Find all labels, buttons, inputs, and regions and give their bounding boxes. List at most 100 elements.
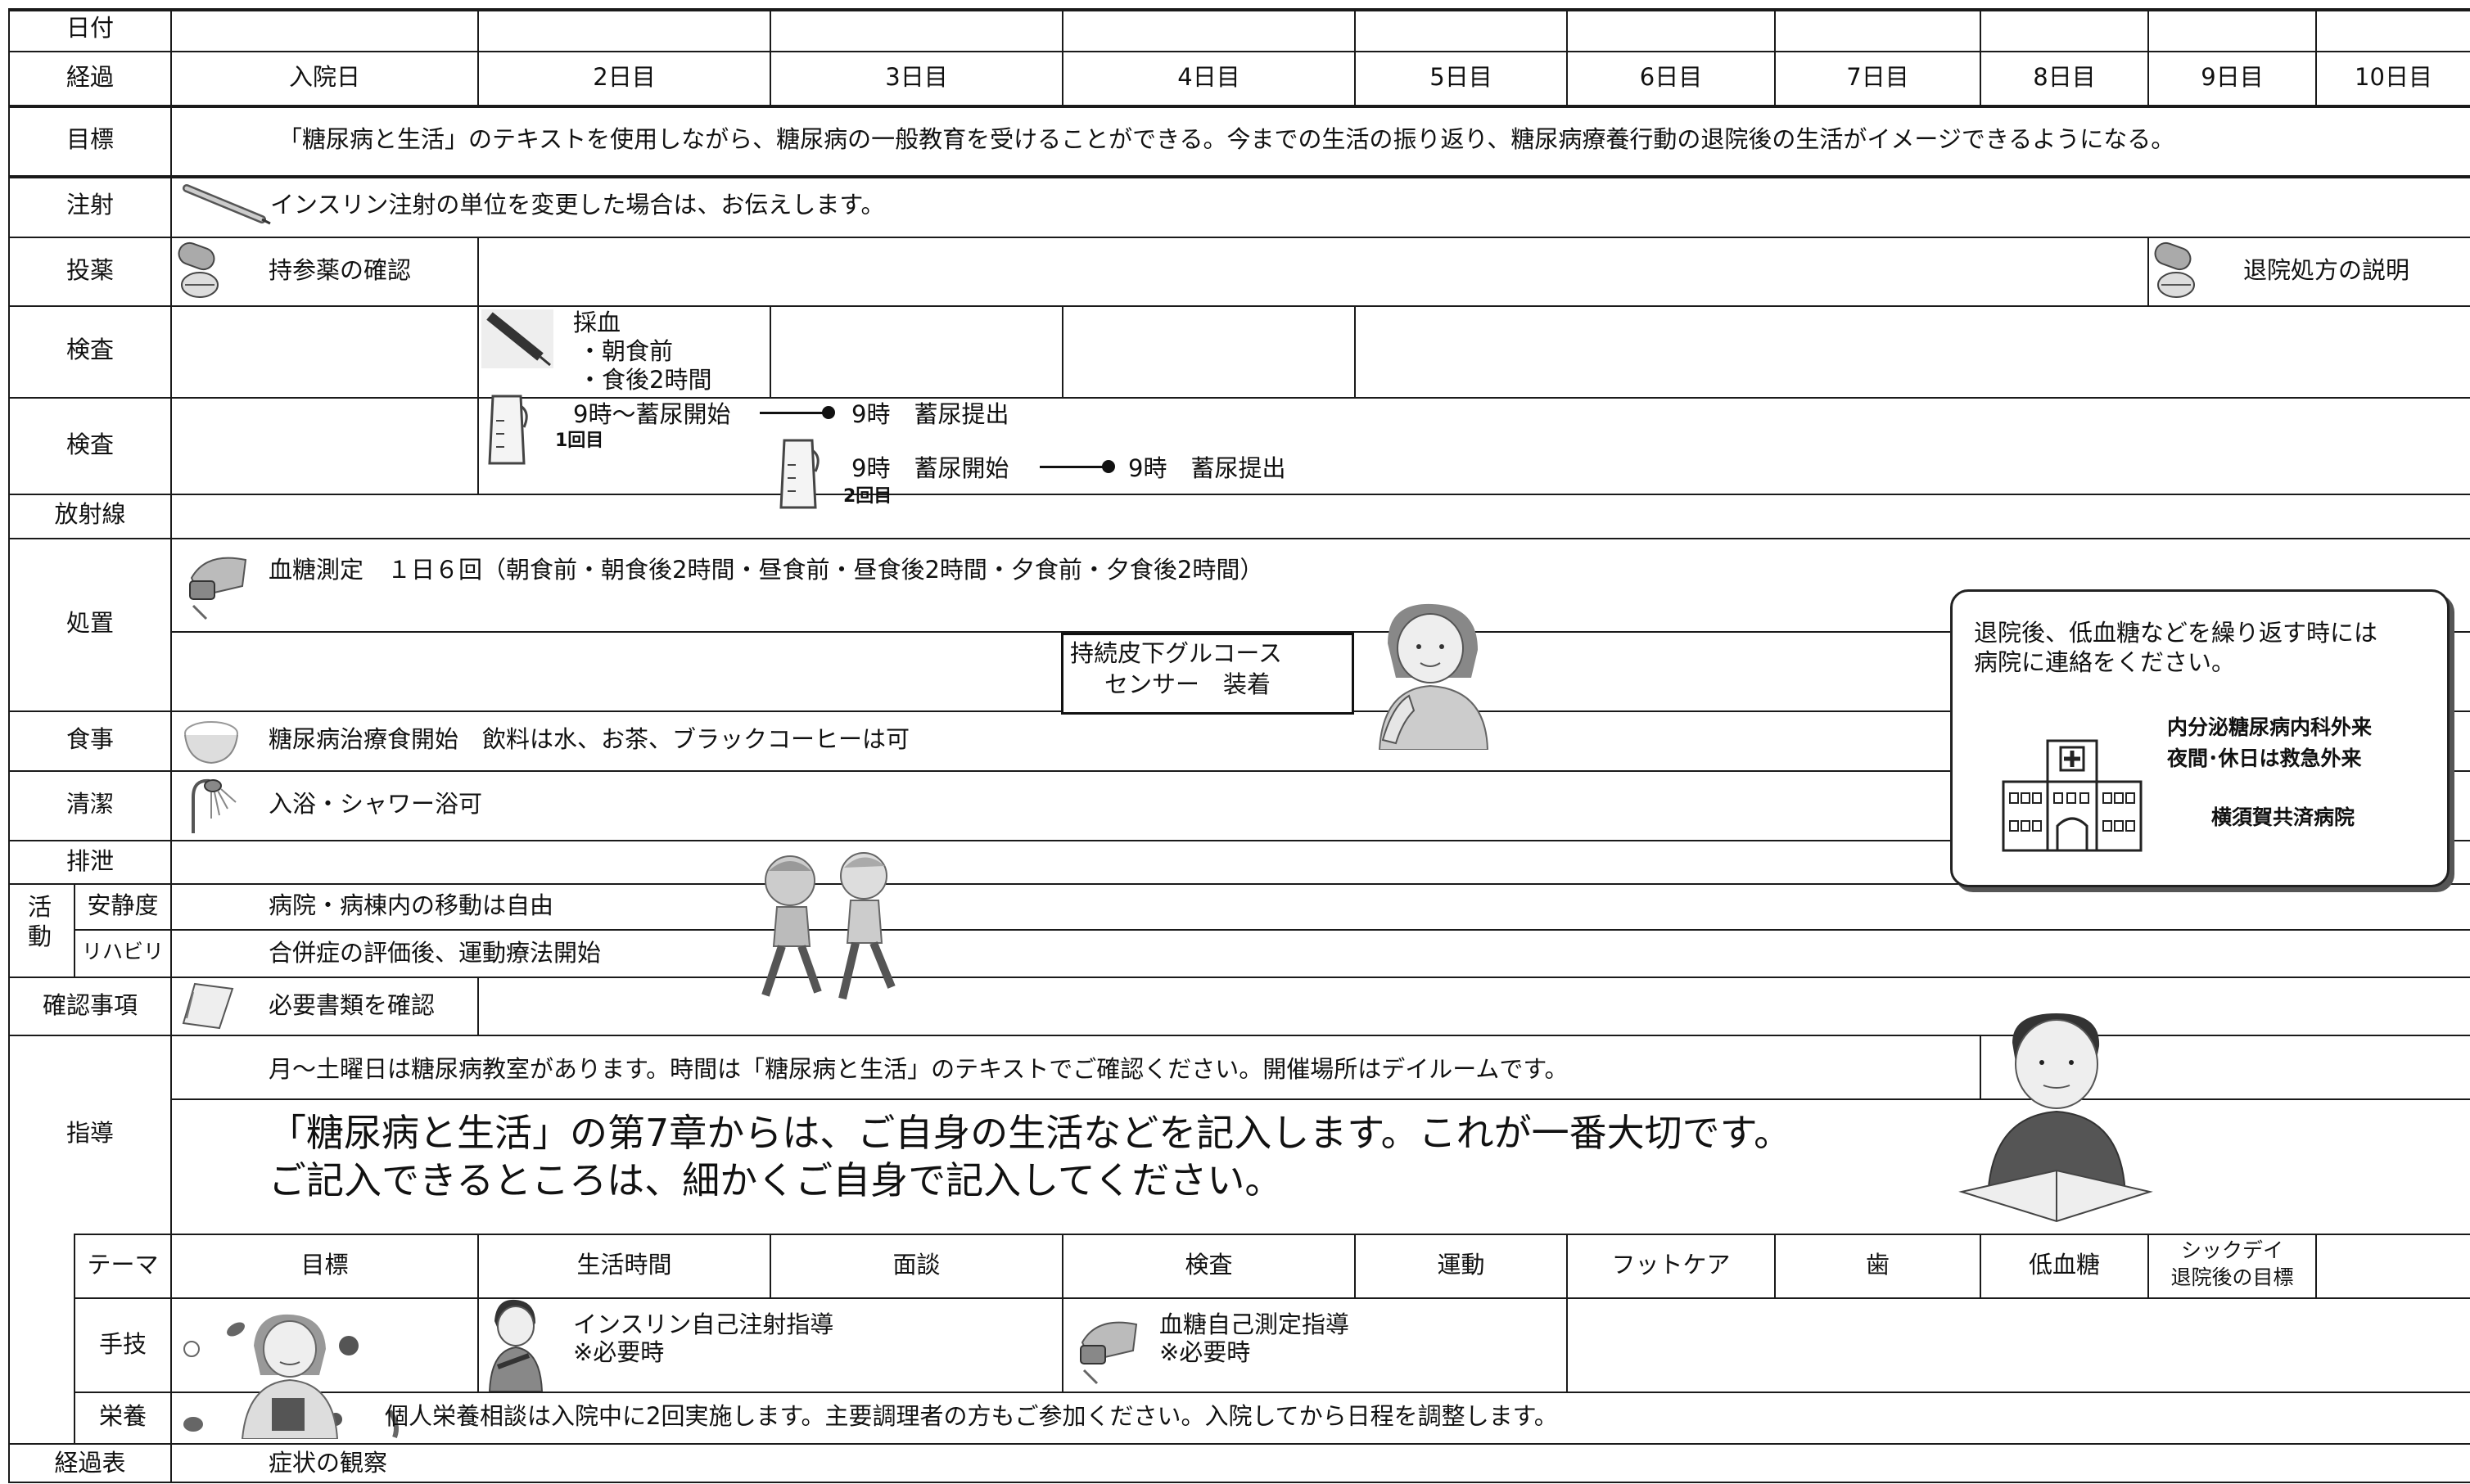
walking-couple-illustration xyxy=(761,852,896,1000)
grid-line xyxy=(2147,1234,2149,1297)
row-label-medication: 投薬 xyxy=(65,256,114,284)
grid-line xyxy=(8,977,2470,978)
theme-item: 検査 xyxy=(1185,1251,1233,1279)
day-header: 入院日 xyxy=(288,63,360,91)
day-header: 2日目 xyxy=(593,63,656,91)
grid-line xyxy=(1566,8,1568,106)
grid-line xyxy=(2315,1234,2317,1297)
grid-line xyxy=(74,1392,2470,1393)
grid-line xyxy=(1354,8,1356,106)
test1-item: ・食後2時間 xyxy=(578,366,712,394)
row-label-hygiene: 清潔 xyxy=(65,790,114,818)
grid-line xyxy=(477,977,479,1035)
insulin-self-injection-illustration xyxy=(488,1299,544,1392)
row-label-nutrition: 栄養 xyxy=(98,1402,147,1430)
grid-line xyxy=(770,8,771,106)
technique-insulin: インスリン自己注射指導 xyxy=(573,1310,834,1338)
grid-line xyxy=(477,1297,479,1392)
row-label-activity: 活動 xyxy=(28,893,52,951)
grid-line xyxy=(8,1443,2470,1445)
row-label-confirm: 確認事項 xyxy=(42,991,138,1019)
grid-line xyxy=(74,1234,2470,1235)
medication-day1: 持参薬の確認 xyxy=(269,256,412,284)
glucose-meter-icon xyxy=(189,557,247,620)
shower-icon xyxy=(192,778,237,833)
rehab-text: 合併症の評価後、運動療法開始 xyxy=(269,939,602,967)
grid-line xyxy=(477,8,479,106)
urine-count-1: 1回目 xyxy=(555,431,604,451)
notice-line: 退院後、低血糖などを繰り返す時には xyxy=(1974,619,2378,647)
grid-line xyxy=(74,883,75,977)
urine-submit-1: 9時 蓄尿提出 xyxy=(851,400,1009,428)
urine-count-2: 2回目 xyxy=(843,486,892,507)
glucose-meter-icon xyxy=(1080,1321,1138,1385)
row-label-meal: 食事 xyxy=(65,725,114,753)
grid-line xyxy=(2147,237,2149,307)
grid-line xyxy=(8,770,2470,772)
grid-line xyxy=(74,1297,2470,1299)
day-header: 4日目 xyxy=(1177,63,1240,91)
goal-text: 「糖尿病と生活」のテキストを使用しながら、糖尿病の一般教育を受けることができる。… xyxy=(278,125,2175,153)
guidance-emphasis: ご記入できるところは、細かくご自身で記入してください。 xyxy=(269,1158,1283,1202)
grid-line xyxy=(8,397,2470,399)
grid-line xyxy=(172,1098,2470,1100)
day-header: 10日目 xyxy=(2355,63,2432,91)
grid-line xyxy=(8,1035,2470,1036)
chart-text: 症状の観察 xyxy=(269,1449,388,1477)
grid-line xyxy=(2147,8,2149,106)
insulin-pen-icon xyxy=(183,184,271,225)
hospital-building-icon xyxy=(2002,739,2143,852)
connector-dot xyxy=(1102,460,1115,473)
grid-line xyxy=(1566,1234,1568,1297)
grid-line xyxy=(1980,8,1981,106)
grid-line xyxy=(477,305,479,397)
grid-line xyxy=(1774,8,1776,106)
grid-line xyxy=(8,51,2470,52)
urine-jug-icon xyxy=(488,395,528,465)
theme-item: 運動 xyxy=(1437,1251,1485,1279)
theme-item: 歯 xyxy=(1865,1251,1890,1279)
grid-line xyxy=(170,8,172,1483)
connector-dot xyxy=(822,406,835,419)
row-label-technique: 手技 xyxy=(98,1330,147,1358)
grid-line xyxy=(477,237,479,307)
theme-item: フットケア xyxy=(1611,1251,1731,1279)
notice-box: 退院後、低血糖などを繰り返す時には 病院に連絡をください。 内分泌糖尿病内科外来… xyxy=(1950,589,2450,887)
grid-line xyxy=(1062,305,1063,397)
theme-item: 生活時間 xyxy=(576,1251,672,1279)
grid-line xyxy=(1774,1234,1776,1297)
patient-sensor-illustration xyxy=(1378,603,1489,750)
cgm-sensor-box: 持続皮下グルコース センサー 装着 xyxy=(1061,633,1354,715)
grid-line xyxy=(770,1234,771,1297)
technique-note: ※必要時 xyxy=(573,1338,665,1366)
grid-line xyxy=(2315,8,2317,106)
theme-item: 目標 xyxy=(300,1251,349,1279)
grid-line xyxy=(1980,1035,1981,1098)
nurse-illustration xyxy=(183,1314,399,1439)
grid-line xyxy=(8,494,2470,495)
grid-line xyxy=(8,237,2470,238)
technique-glucose: 血糖自己測定指導 xyxy=(1159,1310,1350,1338)
row-label-treatment: 処置 xyxy=(65,609,114,637)
cgm-sensor-line: センサー 装着 xyxy=(1104,670,1271,698)
meal-text: 糖尿病治療食開始 飲料は水、お茶、ブラックコーヒーは可 xyxy=(269,725,910,753)
grid-line xyxy=(8,175,2470,178)
rice-bowl-icon xyxy=(184,721,238,765)
row-label-test1: 検査 xyxy=(65,336,114,363)
row-label-rest: 安静度 xyxy=(87,891,159,919)
row-label-radiation: 放射線 xyxy=(54,500,126,528)
row-label-injection: 注射 xyxy=(65,191,114,219)
guidance-emphasis: 「糖尿病と生活」の第7章からは、ご自身の生活などを記入します。これが一番大切です… xyxy=(269,1111,1792,1155)
grid-line xyxy=(8,8,2470,11)
row-label-theme: テーマ xyxy=(87,1251,159,1279)
test1-title: 採血 xyxy=(573,309,621,336)
rest-text: 病院・病棟内の移動は自由 xyxy=(269,891,554,919)
theme-item: シックデイ xyxy=(2180,1238,2283,1262)
grid-line xyxy=(8,883,2470,885)
row-label-progress: 経過 xyxy=(65,63,114,91)
grid-line xyxy=(8,1482,2470,1483)
grid-line xyxy=(8,8,10,1483)
grid-line xyxy=(1062,1297,1063,1392)
day-header: 8日目 xyxy=(2033,63,2096,91)
